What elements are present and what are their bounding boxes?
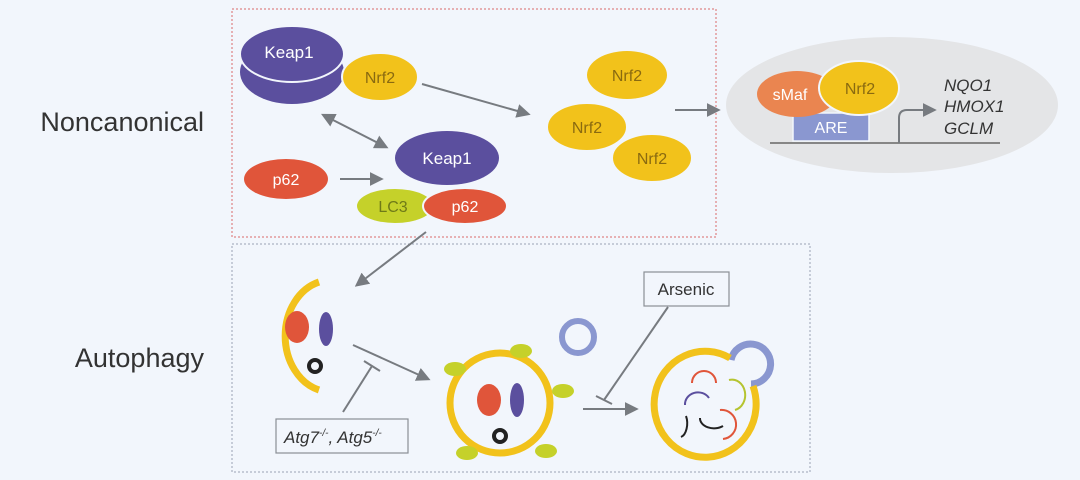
cargo-ring [307, 358, 323, 374]
arrow-release-nrf2 [421, 83, 531, 118]
lc3-dot [456, 446, 478, 460]
cargo-p62 [285, 311, 309, 343]
inhibition-atg-bar [363, 360, 381, 372]
noncanonical-region [231, 8, 717, 238]
degraded-fragment-black-2 [699, 417, 724, 430]
arsenic-box [643, 271, 730, 307]
autophagosome-membrane [446, 349, 554, 457]
degraded-fragment-red [691, 370, 717, 384]
arsenic-label: Arsenic [658, 280, 715, 299]
autolysosome-lysosome-arc [727, 340, 775, 388]
degraded-fragment-blue [683, 391, 710, 406]
nrf2-nuclear-label: Nrf2 [845, 81, 875, 98]
p62-free-label: p62 [273, 172, 300, 189]
section-label-noncanonical: Noncanonical [40, 107, 204, 137]
nrf2-free-2-label: Nrf2 [572, 120, 602, 137]
lc3-label: LC3 [378, 199, 407, 216]
nrf2-bound-label: Nrf2 [365, 70, 395, 87]
lc3 [357, 189, 433, 223]
p62-free [244, 159, 328, 199]
smaf [757, 71, 837, 117]
free-nrf2-group: Nrf2 Nrf2 Nrf2 [546, 51, 693, 183]
nucleus: ARE sMaf Nrf2 NQO1 HMOX1 GCLM [726, 37, 1058, 173]
cargo-keap1 [319, 312, 333, 346]
phagophore-membrane [281, 278, 321, 394]
degraded-fragment-black [680, 415, 689, 438]
arrow-to-autophagosome [352, 344, 431, 381]
lc3-dot [535, 444, 557, 458]
atg-knockout-label: Atg7-/-, Atg5-/- [283, 428, 382, 447]
cargo-keap1 [510, 383, 524, 417]
keap1-complex-upper [239, 25, 345, 83]
are-label: ARE [815, 120, 848, 137]
nrf2-nuclear [818, 60, 900, 116]
p62-bound [422, 187, 508, 225]
arrow-keap1-exchange [321, 113, 389, 149]
autolysosome [650, 340, 775, 461]
target-gene-3: GCLM [944, 119, 994, 138]
nrf2-free-1 [587, 51, 667, 99]
autolysosome-membrane [650, 347, 760, 461]
arrow-to-autophagy [354, 231, 427, 287]
smaf-label: sMaf [773, 87, 808, 104]
autophagy-region [231, 243, 811, 473]
degraded-fragment-red-2 [719, 408, 738, 440]
inhibition-arsenic-bar [595, 395, 613, 405]
lc3-dot [552, 384, 574, 398]
nrf2-free-1-label: Nrf2 [612, 68, 642, 85]
lc3-dot [444, 362, 466, 376]
section-label-autophagy: Autophagy [75, 343, 205, 373]
keap1-nrf2-complex: Keap1 Nrf2 [239, 25, 419, 104]
keap1-sequestered [395, 131, 499, 185]
cargo-p62 [477, 384, 501, 416]
nrf2-free-3-label: Nrf2 [637, 151, 667, 168]
nrf2-bound [341, 52, 419, 102]
keap1-complex-label: Keap1 [264, 43, 313, 62]
target-gene-2: HMOX1 [944, 97, 1004, 116]
inhibition-arsenic [603, 306, 669, 401]
inhibition-atg [342, 365, 373, 413]
lysosome [559, 318, 597, 356]
degraded-fragment-green [728, 378, 747, 411]
are-element [792, 112, 870, 142]
nrf2-free-2 [546, 102, 628, 152]
keap1-sequestered-label: Keap1 [422, 149, 471, 168]
atg-knockout-box [275, 418, 409, 454]
transcription-arrow [898, 103, 937, 143]
nrf2-free-3 [611, 133, 693, 183]
phagophore [281, 278, 333, 394]
cargo-ring [492, 428, 508, 444]
target-gene-1: NQO1 [944, 76, 992, 95]
p62-bound-label: p62 [452, 199, 479, 216]
autophagosome [444, 344, 574, 460]
lc3-dot [510, 344, 532, 358]
